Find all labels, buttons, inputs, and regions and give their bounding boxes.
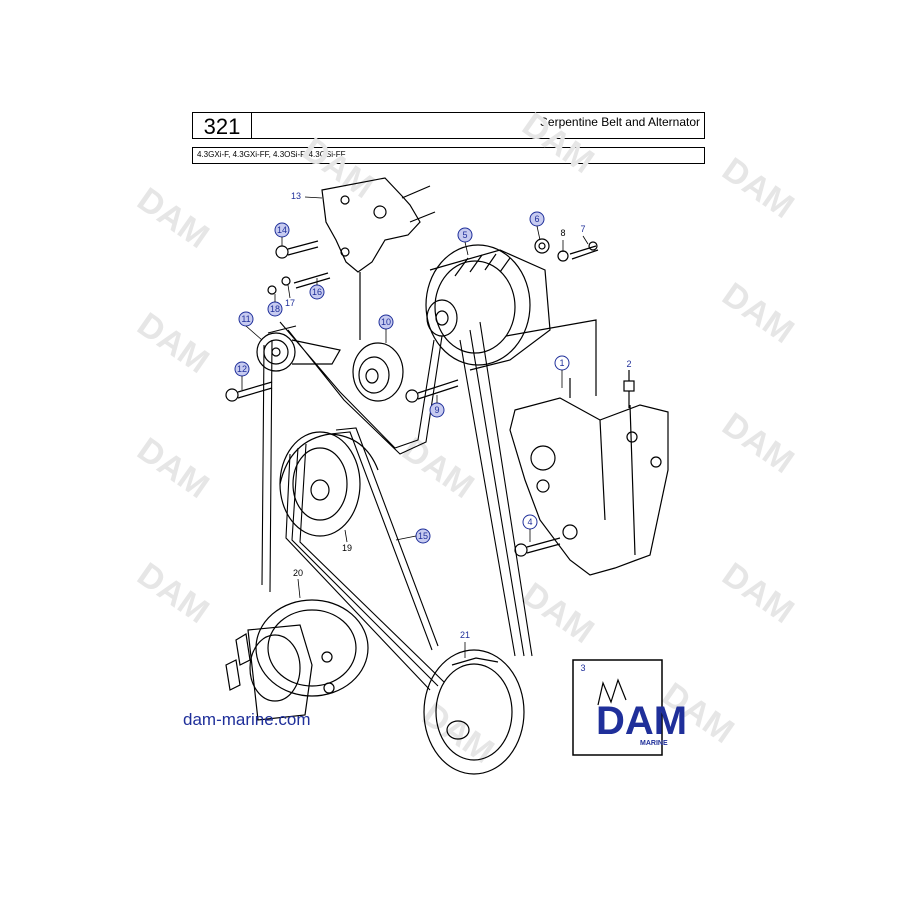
bracket-hole bbox=[373, 205, 387, 219]
callout-label: 18 bbox=[270, 304, 280, 314]
callout-label: 21 bbox=[460, 630, 470, 640]
logo-frame bbox=[572, 659, 663, 756]
bolt-16 bbox=[293, 272, 331, 289]
leader-line bbox=[297, 578, 301, 599]
bolt-12 bbox=[225, 381, 273, 402]
leader-line bbox=[395, 535, 417, 541]
callout-label: 7 bbox=[580, 224, 585, 234]
header-box: 321 Serpentine Belt and Alternator bbox=[192, 112, 705, 139]
screw-7 bbox=[569, 241, 599, 260]
callout-label: 10 bbox=[381, 317, 391, 327]
reference-line bbox=[505, 319, 597, 396]
belt-tensioner-11 bbox=[256, 332, 341, 372]
callout-label: 20 bbox=[293, 568, 303, 578]
page-number: 321 bbox=[193, 113, 252, 139]
website-link[interactable]: dam-marine.com bbox=[183, 710, 311, 729]
callout-label: 5 bbox=[462, 230, 467, 240]
models-box: 4.3GXi-F, 4.3GXi-FF, 4.3OSi-F, 4.3OSi-FF bbox=[192, 147, 705, 164]
bracket-hole bbox=[340, 195, 350, 205]
callout-label: 4 bbox=[527, 517, 532, 527]
mounting-bracket-13 bbox=[321, 177, 421, 273]
callout-label: 15 bbox=[418, 531, 428, 541]
leader-line bbox=[245, 325, 263, 341]
leader-line bbox=[304, 196, 323, 199]
leader-line bbox=[582, 235, 589, 245]
drive-belt-15 bbox=[285, 321, 533, 691]
power-steering-pump-20 bbox=[225, 599, 369, 721]
nut-18 bbox=[267, 285, 277, 295]
svg-text:DAM: DAM bbox=[596, 699, 687, 743]
callout-label: 12 bbox=[237, 364, 247, 374]
callout-label: 16 bbox=[312, 287, 322, 297]
idler-pulley-10 bbox=[352, 342, 404, 402]
alternator-bracket-1 bbox=[509, 397, 669, 576]
diagram-title: Serpentine Belt and Alternator bbox=[539, 115, 700, 129]
logo-subtext: MARINE bbox=[640, 740, 668, 747]
callout-label: 2 bbox=[626, 359, 631, 369]
leader-line bbox=[536, 225, 541, 241]
leader-line bbox=[287, 284, 291, 299]
callout-label: 19 bbox=[342, 543, 352, 553]
leader-line bbox=[344, 529, 348, 543]
callout-label: 8 bbox=[560, 228, 565, 238]
callout-label: 14 bbox=[277, 225, 287, 235]
logo-mountain bbox=[597, 678, 627, 706]
callout-label: 17 bbox=[285, 298, 295, 308]
leader-line bbox=[464, 241, 469, 256]
callout-label: 3 bbox=[580, 663, 585, 673]
crankshaft-pulley-21 bbox=[423, 649, 525, 775]
callout-label: 11 bbox=[241, 314, 250, 324]
models-text: 4.3GXi-F, 4.3GXi-FF, 4.3OSi-F, 4.3OSi-FF bbox=[197, 150, 346, 159]
alternator-belt bbox=[261, 321, 443, 593]
callout-label: 6 bbox=[534, 214, 539, 224]
pulley-nut-6 bbox=[534, 238, 550, 254]
washer-17 bbox=[281, 276, 291, 286]
callout-label: 13 bbox=[291, 191, 301, 201]
callout-label: 1 bbox=[559, 358, 564, 368]
bracket-hole bbox=[340, 247, 350, 257]
bracket-line bbox=[359, 185, 436, 340]
callout-label: 9 bbox=[434, 405, 439, 415]
dam-logo: DAM bbox=[596, 699, 687, 743]
